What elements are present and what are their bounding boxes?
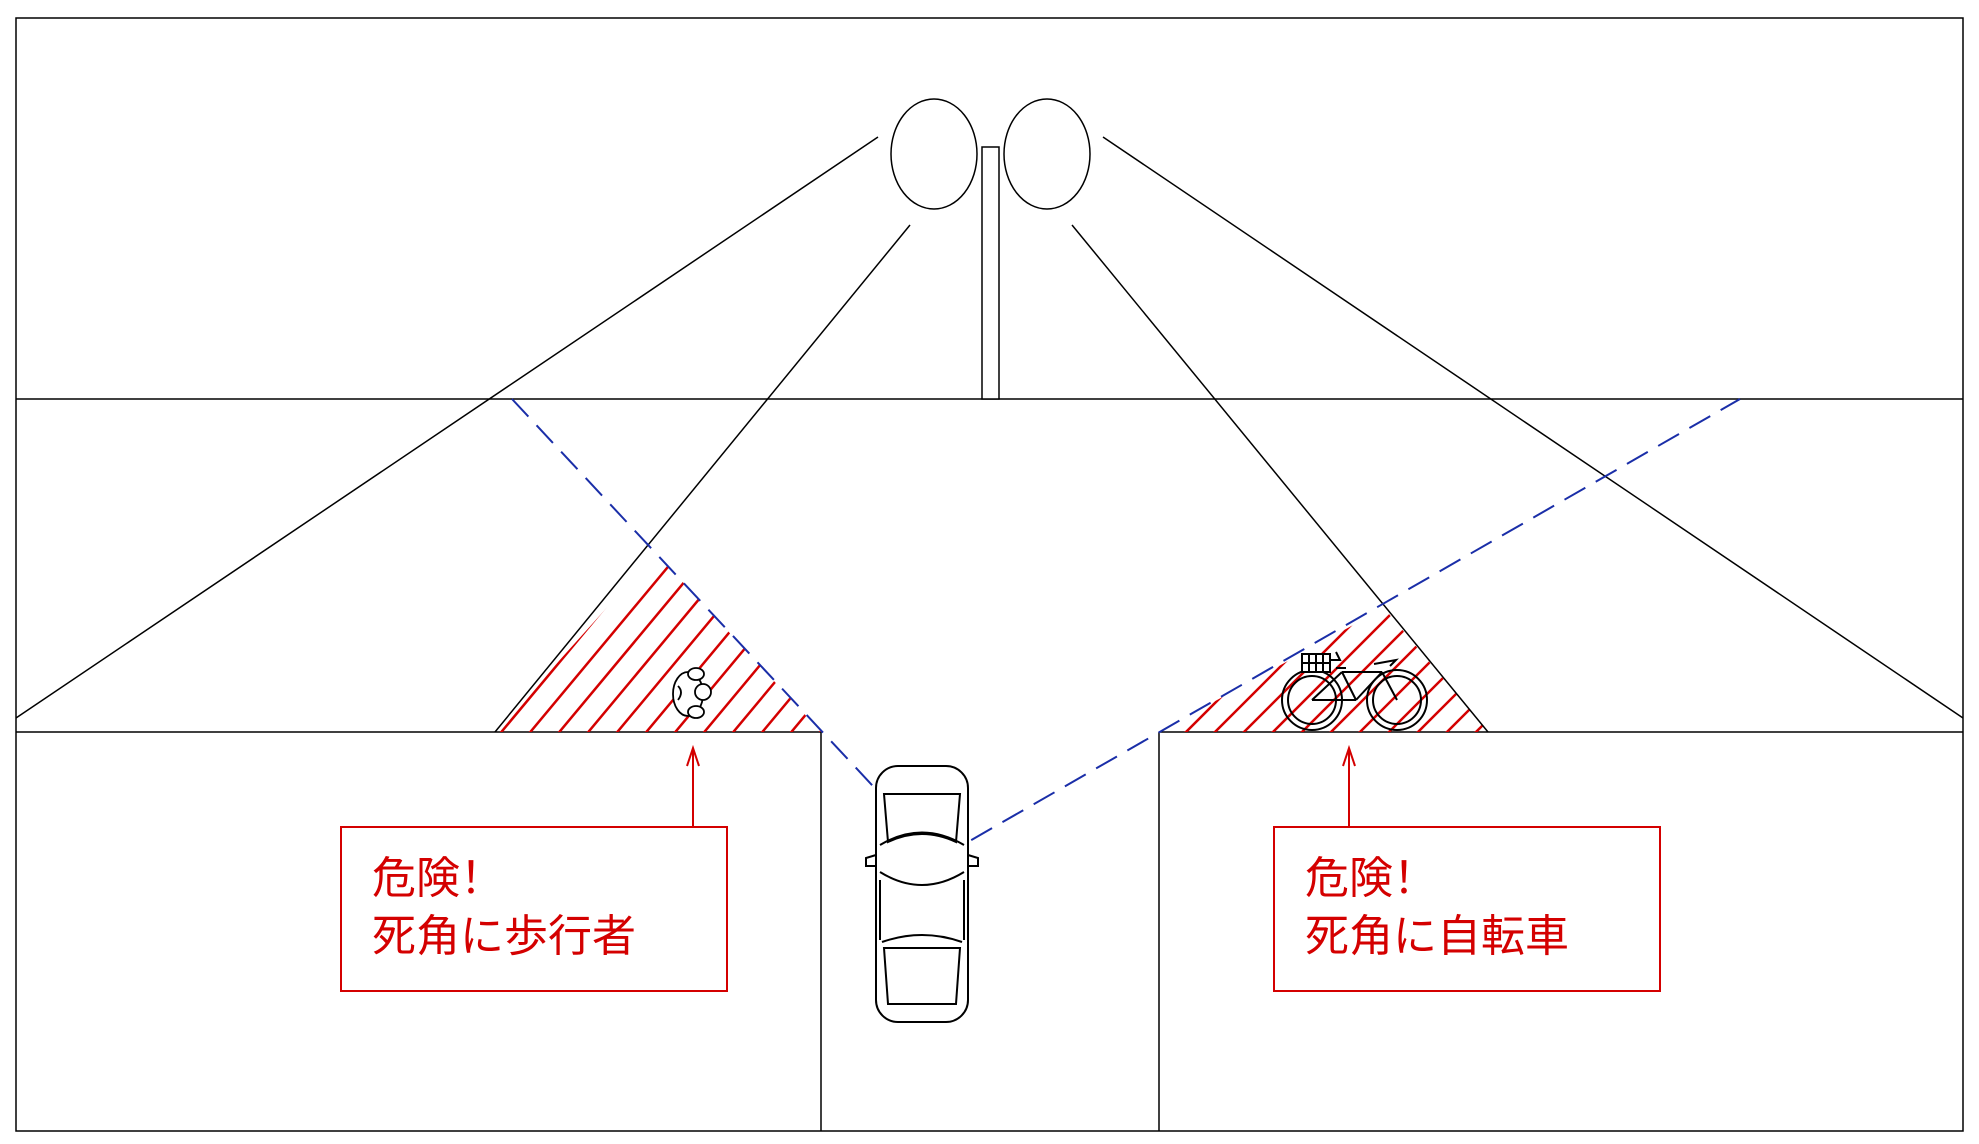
- warning-box-pedestrian: 危険！ 死角に歩行者: [340, 826, 728, 992]
- warning-title: 危険！: [372, 853, 504, 904]
- sight-line-right: [939, 398, 1741, 859]
- warning-title: 危険！: [1305, 853, 1437, 904]
- beam-right-outer: [1102, 136, 1964, 719]
- sight-line-left: [511, 398, 941, 859]
- twin-streetlight-icon: [890, 98, 1091, 400]
- blind-spot-zone-left: [495, 553, 821, 732]
- bicycle-icon: [1281, 651, 1428, 731]
- driver-sight-lines: [511, 398, 1741, 859]
- warning-box-bicycle: 危険！ 死角に自転車: [1273, 826, 1661, 992]
- blind-spot-zone-right: [1159, 608, 1488, 732]
- warning-message: 死角に歩行者: [372, 911, 636, 962]
- beam-left-inner: [494, 224, 911, 733]
- warning-message: 死角に自転車: [1305, 911, 1569, 962]
- outer-frame: [15, 17, 1964, 1132]
- beam-right-inner: [1071, 224, 1489, 733]
- car-topview-icon: [865, 765, 979, 1023]
- light-beams: [15, 136, 1964, 733]
- beam-left-outer: [15, 136, 879, 719]
- pedestrian-topview-icon: [672, 667, 712, 719]
- arrow-right-head: [1342, 744, 1356, 767]
- pointer-arrows: [686, 744, 1356, 826]
- arrow-left-head: [686, 744, 700, 767]
